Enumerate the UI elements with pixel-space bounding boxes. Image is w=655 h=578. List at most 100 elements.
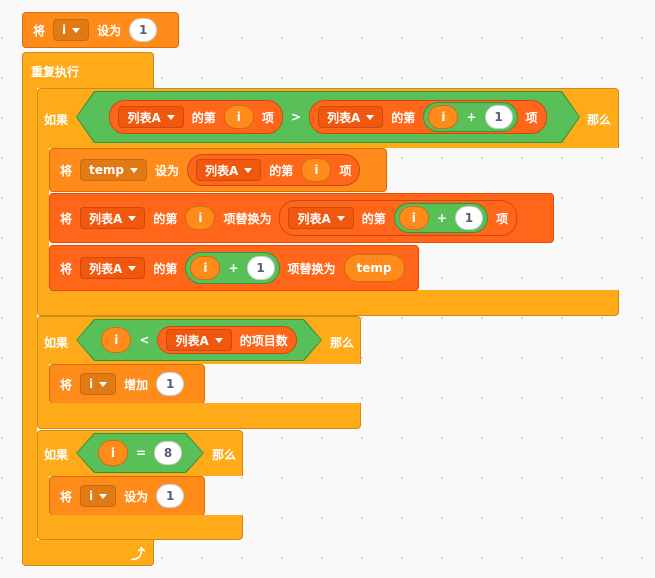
chevron-down-icon: [128, 265, 137, 271]
chevron-down-icon: [244, 167, 253, 173]
chevron-down-icon: [99, 493, 108, 499]
if-label: 如果: [44, 448, 69, 462]
var-i-reporter[interactable]: i: [301, 158, 332, 182]
plus-operator[interactable]: i + 1: [393, 203, 488, 233]
forever-bottom: ⤴: [22, 540, 154, 566]
item-of-label: 的第: [269, 163, 294, 178]
replace-with-label: 项替换为: [223, 211, 272, 226]
replace-item-block-1[interactable]: 将 列表A 的第 i 项替换为 列表A 的第 i + 1 项: [49, 193, 554, 243]
item-of-list-block[interactable]: 列表A 的第 i + 1 项: [309, 100, 547, 134]
change-i-block[interactable]: 将 i 增加 1: [49, 364, 205, 404]
plus-sign: +: [466, 110, 477, 124]
item-of-label: 的第: [153, 261, 178, 276]
variable-dropdown[interactable]: i: [80, 373, 117, 395]
variable-dropdown[interactable]: i: [53, 19, 90, 41]
var-i-reporter[interactable]: i: [185, 206, 216, 230]
lt-sign: <: [139, 333, 150, 347]
set-to-label: 设为: [97, 23, 122, 38]
forever-label: 重复执行: [31, 65, 80, 79]
plus-sign: +: [436, 211, 447, 225]
chevron-down-icon: [336, 215, 345, 221]
if-3-arm: [37, 474, 49, 516]
set-label: 将: [60, 377, 73, 392]
replace-with-label: 项替换为: [287, 261, 336, 276]
list-dropdown[interactable]: 列表A: [288, 207, 354, 229]
item-label: 项: [495, 211, 508, 226]
set-to-label: 设为: [124, 489, 149, 504]
chevron-down-icon: [99, 381, 108, 387]
then-label: 那么: [212, 448, 237, 462]
item-label: 项: [261, 110, 274, 125]
forever-arm: [22, 86, 37, 542]
var-temp-reporter[interactable]: temp: [343, 254, 405, 282]
plus-operator[interactable]: i + 1: [185, 252, 280, 284]
if-label: 如果: [44, 336, 69, 350]
value-input[interactable]: 1: [246, 256, 275, 280]
value-input[interactable]: 1: [156, 372, 185, 396]
set-label: 将: [60, 261, 73, 276]
gt-operator[interactable]: 列表A 的第 i 项 > 列表A 的第 i + 1 项: [77, 92, 579, 142]
then-label: 那么: [330, 336, 355, 350]
loop-arrow-icon: ⤴: [131, 547, 145, 563]
set-to-label: 设为: [154, 163, 179, 178]
item-of-label: 的第: [153, 211, 178, 226]
chevron-down-icon: [129, 167, 138, 173]
item-of-label: 的第: [361, 211, 386, 226]
list-dropdown[interactable]: 列表A: [196, 159, 262, 181]
eq-sign: =: [136, 446, 147, 460]
plus-sign: +: [228, 261, 239, 275]
value-input[interactable]: 1: [156, 484, 185, 508]
var-i-reporter[interactable]: i: [224, 105, 254, 129]
item-of-list-block[interactable]: 列表A 的第 i + 1 项: [279, 200, 517, 236]
if-1-arm: [37, 146, 49, 292]
if-1-bottom: [37, 290, 619, 316]
value-input[interactable]: 8: [154, 441, 182, 465]
chevron-down-icon: [128, 215, 137, 221]
list-dropdown[interactable]: 列表A: [166, 329, 231, 351]
item-of-label: 的第: [391, 110, 416, 125]
plus-operator[interactable]: i + 1: [423, 102, 517, 132]
set-label: 将: [33, 23, 46, 38]
item-of-list-block[interactable]: 列表A 的第 i 项: [109, 100, 282, 134]
chevron-down-icon: [72, 27, 81, 33]
chevron-down-icon: [366, 115, 374, 120]
if-label: 如果: [44, 113, 69, 127]
var-i-reporter[interactable]: i: [98, 440, 128, 466]
var-i-reporter[interactable]: i: [428, 105, 458, 129]
chevron-down-icon: [167, 115, 175, 120]
list-dropdown[interactable]: 列表A: [80, 257, 146, 279]
value-input[interactable]: 1: [485, 105, 513, 129]
if-2-bottom: [37, 403, 361, 429]
value-input[interactable]: 1: [129, 18, 158, 42]
set-label: 将: [60, 489, 73, 504]
value-input[interactable]: 1: [454, 206, 483, 230]
set-i-block[interactable]: 将 i 设为 1: [22, 12, 179, 48]
change-by-label: 增加: [124, 377, 149, 392]
set-label: 将: [60, 211, 73, 226]
length-of-list-block[interactable]: 列表A 的项目数: [157, 326, 296, 354]
set-label: 将: [60, 163, 73, 178]
forever-block[interactable]: 重复执行: [22, 52, 154, 88]
list-dropdown[interactable]: 列表A: [318, 106, 383, 128]
then-label: 那么: [587, 113, 612, 127]
item-label: 项: [525, 110, 538, 125]
replace-item-block-2[interactable]: 将 列表A 的第 i + 1 项替换为 temp: [49, 245, 419, 291]
chevron-down-icon: [215, 338, 223, 343]
set-i-block-2[interactable]: 将 i 设为 1: [49, 476, 205, 516]
eq-operator[interactable]: i = 8: [77, 434, 203, 472]
if-3-bottom: [37, 515, 243, 540]
var-i-reporter[interactable]: i: [398, 206, 429, 230]
variable-dropdown[interactable]: i: [80, 485, 117, 507]
item-label: 项: [339, 163, 352, 178]
list-dropdown[interactable]: 列表A: [80, 207, 146, 229]
length-of-label: 的项目数: [239, 333, 288, 348]
variable-dropdown[interactable]: temp: [80, 159, 147, 181]
list-dropdown[interactable]: 列表A: [118, 106, 183, 128]
gt-sign: >: [290, 110, 301, 124]
var-i-reporter[interactable]: i: [190, 256, 221, 280]
set-temp-block[interactable]: 将 temp 设为 列表A 的第 i 项: [49, 148, 387, 192]
lt-operator[interactable]: i < 列表A 的项目数: [77, 320, 321, 360]
item-of-list-block[interactable]: 列表A 的第 i 项: [187, 154, 361, 186]
item-of-label: 的第: [191, 110, 216, 125]
var-i-reporter[interactable]: i: [101, 327, 131, 353]
